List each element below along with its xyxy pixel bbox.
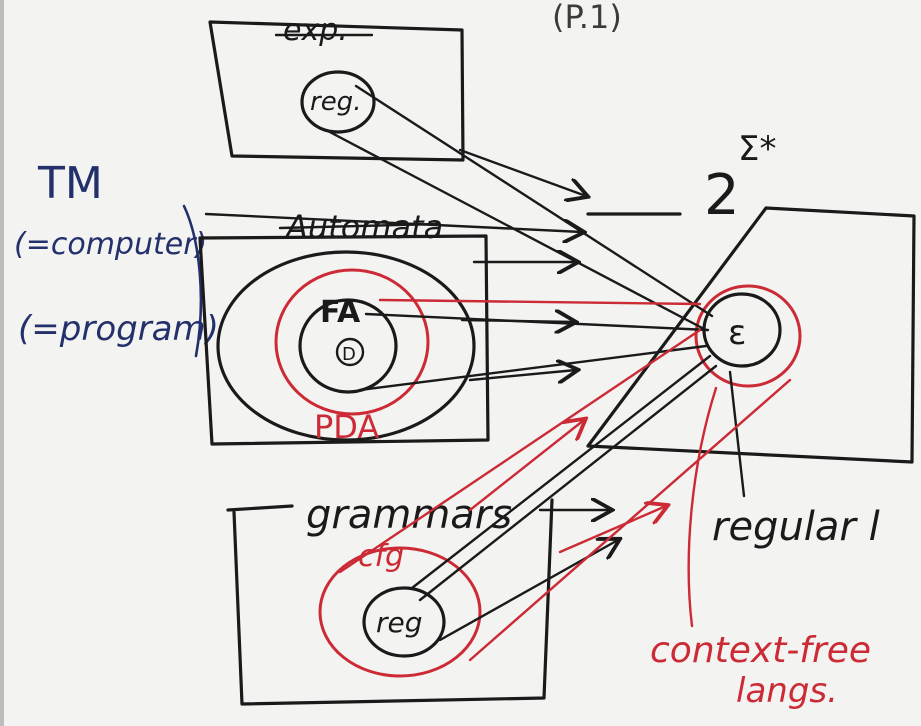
arrow-exp-box-to-space (458, 148, 586, 196)
regular-expression-circle (300, 70, 376, 134)
arrow-dfa-to-regular (358, 344, 708, 392)
cf-mapping-arrows (338, 298, 792, 662)
pda-label: PDA (314, 408, 379, 446)
language-space-base: 2 (704, 163, 740, 228)
arrow-dfa-mid (468, 370, 576, 380)
tm-title: TM (37, 158, 103, 209)
board-left-edge (0, 0, 4, 726)
arrow-fa-mid (460, 320, 574, 322)
top-note: (P.1) (552, 0, 622, 36)
arrow-pda-to-context-free (378, 298, 702, 306)
language-space-exponent: Σ* (738, 129, 776, 169)
automata-box-frame (198, 234, 490, 446)
expressions-title: exp. (283, 13, 348, 48)
regular-pointer-line (728, 370, 746, 498)
context-free-circle (694, 284, 802, 388)
regular-grammar-circle (362, 586, 446, 658)
grammars-box-frame (226, 498, 554, 706)
expressions-box-frame (208, 20, 465, 162)
arrow-cfg-mid (468, 420, 584, 512)
regular-expression-label: reg. (310, 87, 361, 117)
arrow-tm-to-space (204, 212, 582, 232)
context-free-label-line2: langs. (736, 671, 838, 711)
regular-languages-label: regular l (712, 504, 880, 550)
context-free-pointer-line (687, 386, 718, 628)
arrow-cfg-to-context-free (338, 328, 702, 574)
tm-program-note: (=program) (18, 309, 219, 349)
fa-circle (298, 298, 398, 394)
grammars-box: grammars cfg reg (226, 492, 554, 706)
fa-label: FA (320, 295, 361, 330)
pda-circle (274, 268, 430, 416)
turing-machine-labels: TM (=computer) (=program) (14, 158, 219, 358)
dfa-circle (335, 337, 365, 367)
arrow-cfg-to-context-free-2 (468, 378, 792, 662)
language-space-frame (586, 206, 916, 464)
arrow-reg-grammar-to-regular-2 (410, 354, 712, 590)
automata-box: Automata FA D PDA (198, 208, 490, 446)
regular-grammar-label: reg (376, 606, 423, 639)
expressions-box: exp. reg. (208, 13, 465, 162)
cfg-circle (318, 546, 482, 678)
context-free-label-line1: context-free (650, 630, 871, 671)
arrow-regexp-to-regular (354, 84, 714, 318)
epsilon-label: ε (728, 313, 746, 353)
arrow-reg-grammar-to-regular (418, 364, 718, 602)
grammars-title: grammars (306, 492, 512, 538)
language-space: 2 Σ* ε (586, 129, 916, 464)
dfa-label: D (342, 344, 356, 365)
tm-computer-note: (=computer) (14, 227, 207, 262)
mapping-arrows (204, 84, 718, 642)
tm-bracket (182, 204, 203, 358)
tm-outer-oval (216, 250, 476, 442)
arrow-cfg-mid-2 (558, 506, 666, 554)
